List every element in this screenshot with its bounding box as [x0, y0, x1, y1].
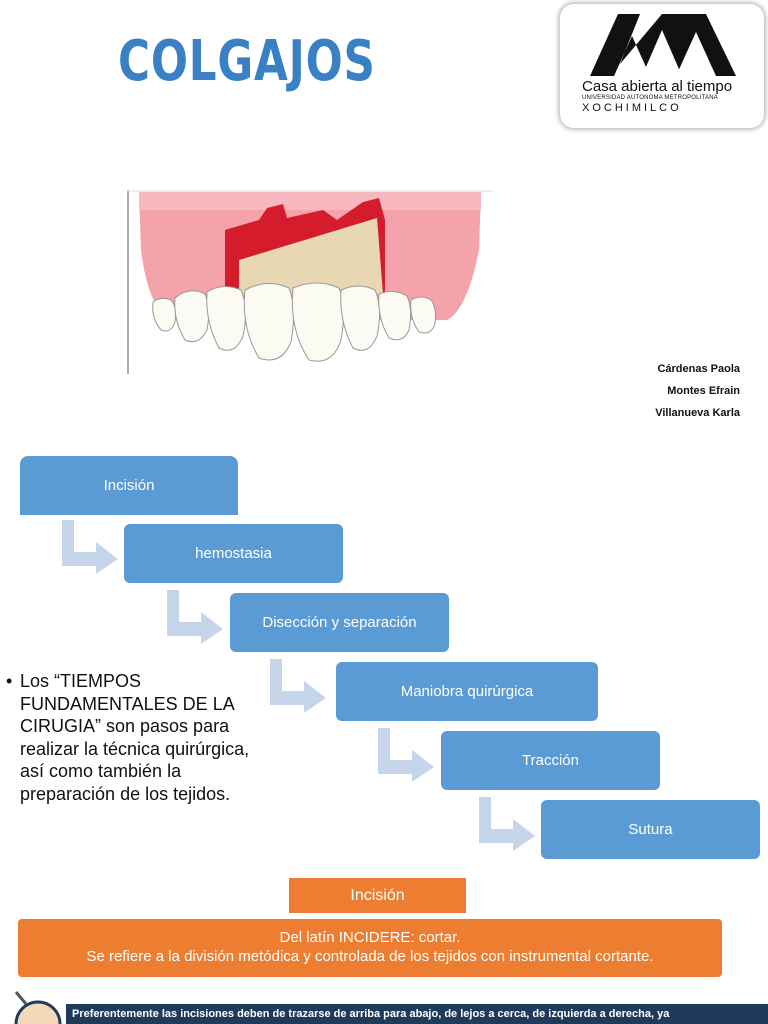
step-label: Maniobra quirúrgica: [400, 683, 534, 700]
bent-arrow-icon: [378, 728, 434, 782]
incision-heading: Incisión: [289, 878, 466, 913]
logo-tagline: Casa abierta al tiempo: [582, 78, 733, 95]
note-bar: Preferentemente las incisiones deben de …: [66, 1004, 768, 1024]
bullet-mark: •: [6, 671, 13, 691]
bent-arrow-icon: [270, 659, 326, 713]
step-maniobra: Maniobra quirúrgica: [336, 662, 598, 721]
page-title: COLGAJOS: [118, 29, 376, 94]
uam-emblem-icon: [590, 14, 736, 76]
bullet-text: Los “TIEMPOS FUNDAMENTALES DE LA CIRUGIA…: [20, 671, 250, 804]
definition-line: Se refiere a la división metódica y cont…: [86, 948, 654, 965]
step-label: hemostasia: [195, 545, 272, 562]
authors-list: Cárdenas Paola Montes Efrain Villanueva …: [655, 358, 740, 424]
step-sutura: Sutura: [541, 800, 760, 859]
bent-arrow-icon: [167, 590, 223, 644]
step-label: Disección y separación: [262, 614, 417, 631]
definition-line: Del latín INCIDERE: cortar.: [279, 929, 461, 946]
logo-campus: XOCHIMILCO: [582, 102, 682, 114]
step-label: Sutura: [628, 821, 673, 838]
author-name: Villanueva Karla: [655, 407, 740, 419]
logo-university: UNIVERSIDAD AUTONOMA METROPOLITANA: [582, 95, 718, 101]
step-label: Tracción: [522, 752, 579, 769]
step-diseccion: Disección y separación: [230, 593, 449, 652]
magnifier-icon: [14, 991, 62, 1024]
gum-flap-illustration: [127, 190, 493, 374]
step-incision: Incisión: [20, 456, 238, 515]
university-logo: Casa abierta al tiempo UNIVERSIDAD AUTON…: [560, 4, 764, 128]
step-traccion: Tracción: [441, 731, 660, 790]
bent-arrow-icon: [479, 797, 535, 851]
incision-heading-label: Incisión: [350, 886, 405, 904]
author-name: Montes Efrain: [667, 385, 740, 397]
bent-arrow-icon: [62, 520, 118, 574]
author-name: Cárdenas Paola: [657, 363, 740, 375]
incision-definition-box: Del latín INCIDERE: cortar. Se refiere a…: [18, 919, 722, 977]
step-hemostasia: hemostasia: [124, 524, 343, 583]
step-label: Incisión: [103, 477, 155, 494]
bullet-paragraph: • Los “TIEMPOS FUNDAMENTALES DE LA CIRUG…: [6, 670, 256, 805]
